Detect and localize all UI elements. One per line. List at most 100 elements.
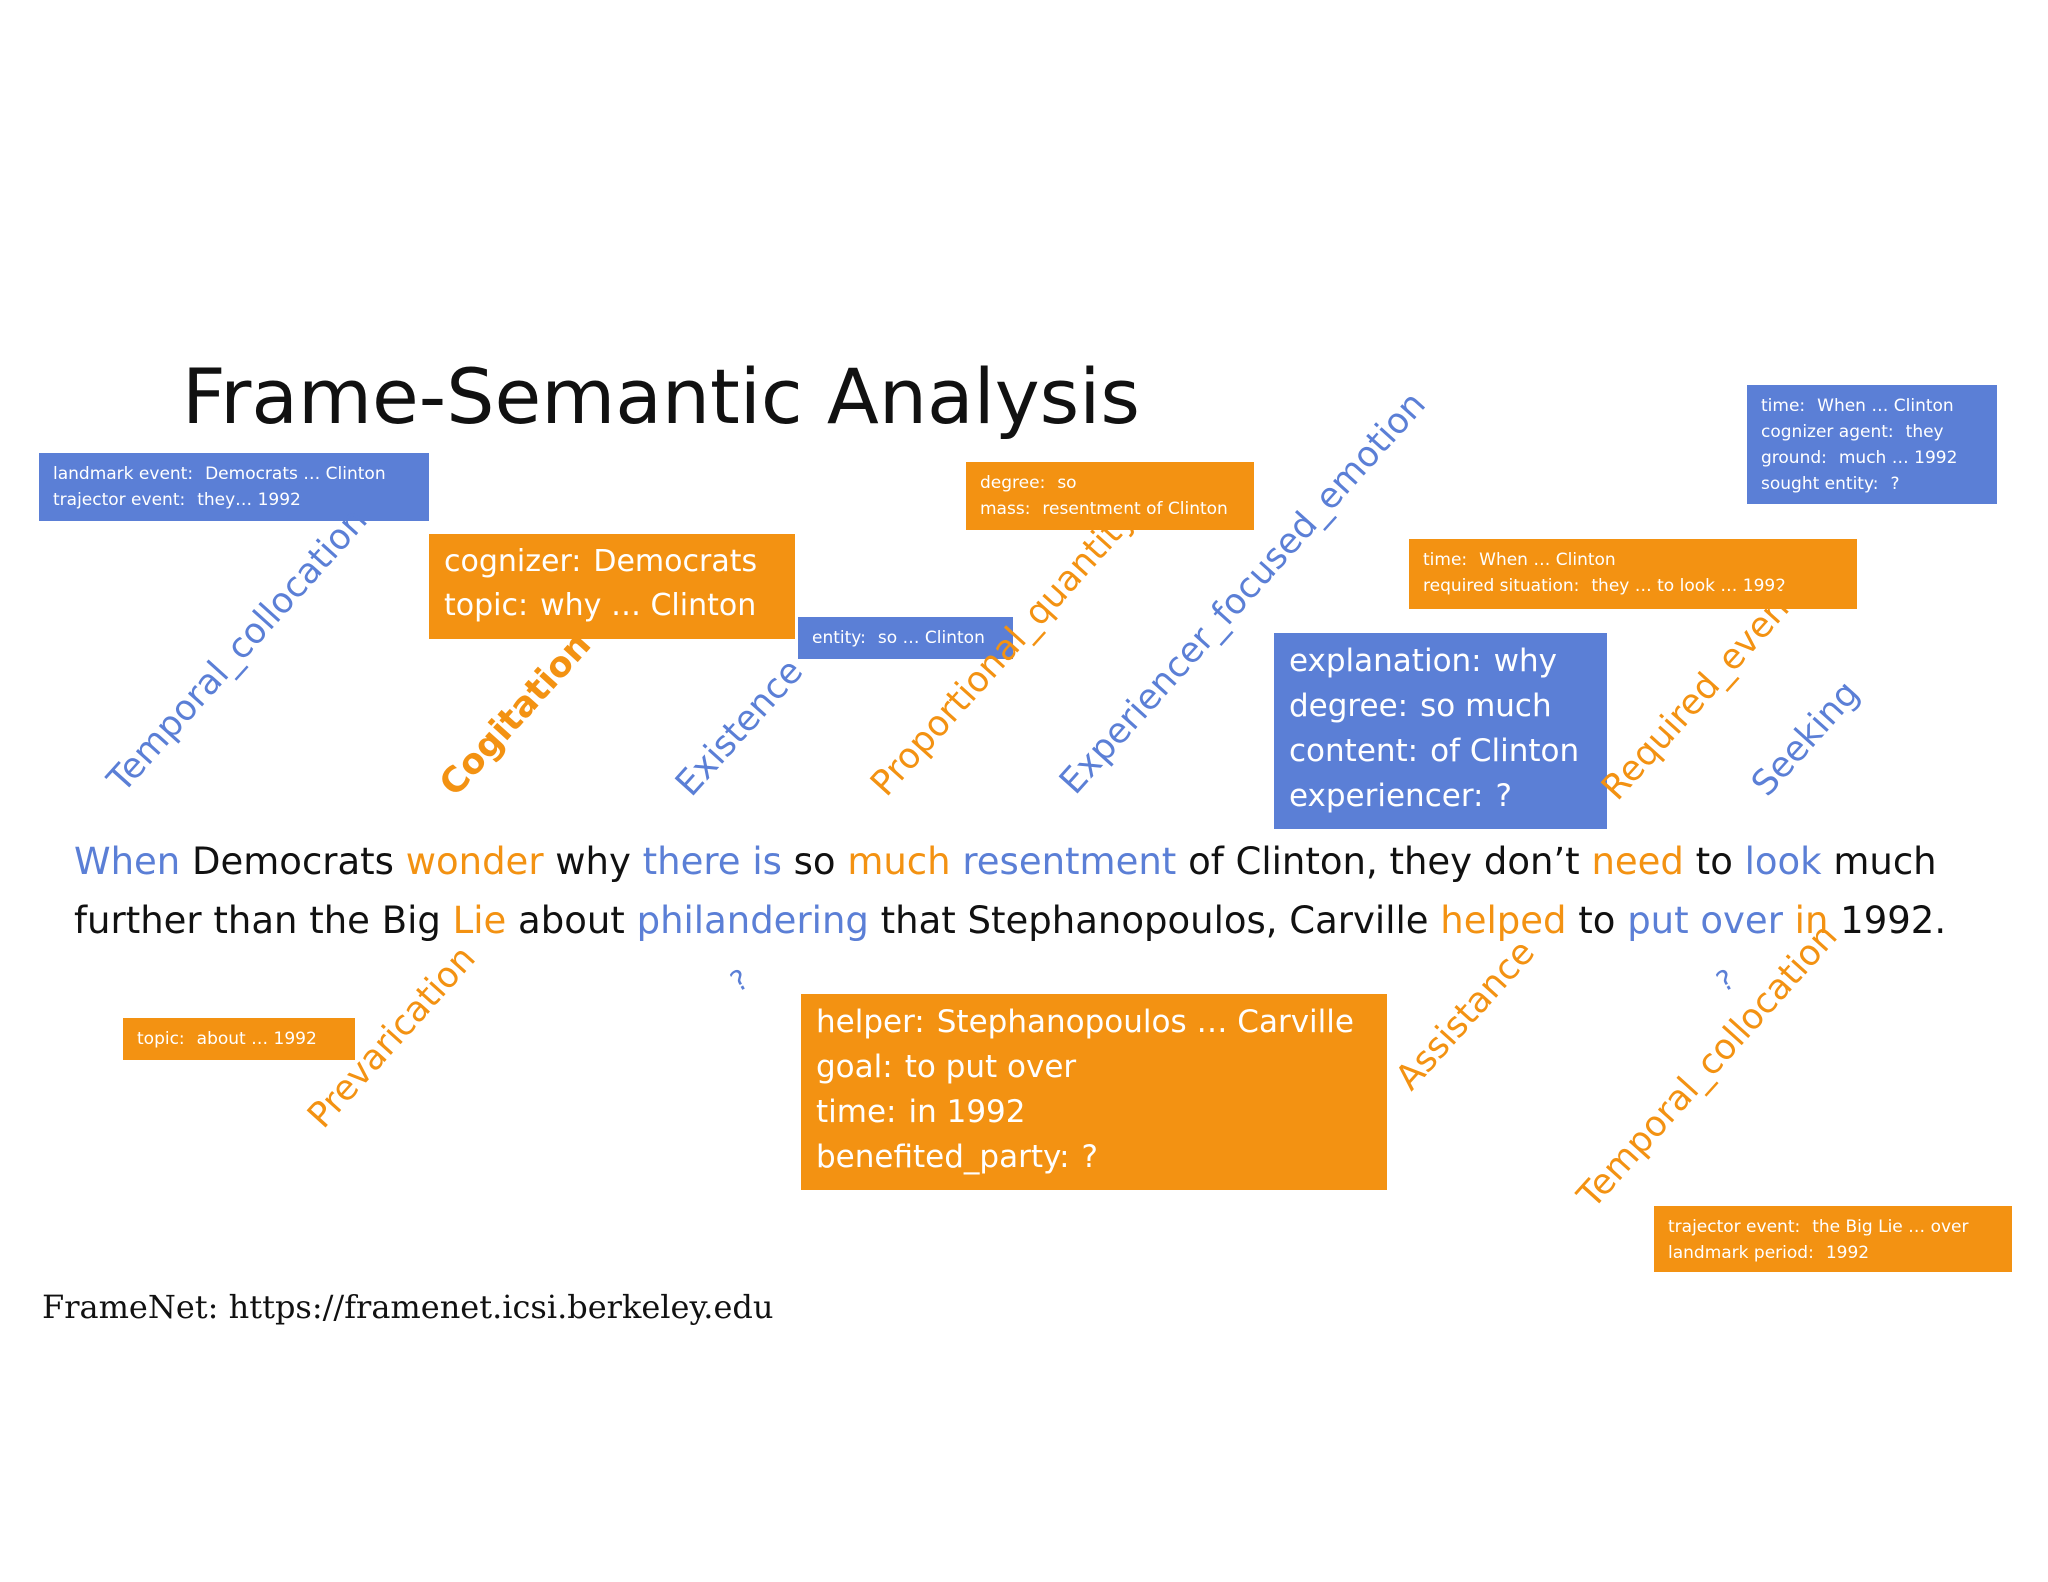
- box-row: trajector event: the Big Lie … over: [1668, 1214, 1998, 1240]
- frame-element-label: landmark event:: [53, 464, 194, 484]
- frame-element-value: why: [1493, 643, 1557, 679]
- sentence-text: about: [506, 899, 637, 942]
- frame-element-value: much … 1992: [1838, 448, 1958, 468]
- frame-element-value: so much: [1420, 688, 1552, 724]
- frame-element-value: ?: [1081, 1139, 1098, 1175]
- frame-element-label: mass:: [980, 499, 1031, 519]
- frame-target-word: there is: [642, 840, 782, 883]
- sentence-text: to: [1566, 899, 1628, 942]
- box-row: time: When … Clinton: [1423, 547, 1843, 573]
- frame-element-value: Democrats … Clinton: [205, 464, 386, 484]
- frame-existence: Existence: [668, 651, 812, 804]
- sentence-text: further than the Big: [74, 899, 453, 942]
- frame-seeking: Seeking: [1744, 673, 1868, 804]
- frame-element-label: benefited_party:: [816, 1139, 1070, 1175]
- box-row: sought entity:?: [1761, 471, 1983, 497]
- frame-element-value: resentment of Clinton: [1042, 499, 1228, 519]
- frame-element-label: content:: [1289, 733, 1419, 769]
- frame-target-word: Lie: [452, 899, 507, 942]
- sentence-text: so: [781, 840, 848, 883]
- frame-target-word: need: [1591, 840, 1684, 883]
- frame-element-value: so: [1057, 473, 1077, 493]
- box-row: goal:to put over: [816, 1045, 1372, 1090]
- frame-element-label: explanation:: [1289, 643, 1482, 679]
- box-row: topic: about … 1992: [137, 1026, 341, 1052]
- proportional-quantity-box: degree: so mass: resentment of Clinton: [966, 462, 1254, 530]
- box-row: degree: so much: [1289, 684, 1592, 729]
- frame-element-value: they: [1905, 422, 1944, 442]
- box-row: content: of Clinton: [1289, 729, 1592, 774]
- frame-element-value: in 1992: [908, 1094, 1026, 1130]
- frame-element-value: When … Clinton: [1817, 396, 1954, 416]
- box-row: topic:why … Clinton: [444, 584, 780, 628]
- frame-target-word: much: [847, 840, 951, 883]
- frame-element-value: they… 1992: [197, 490, 301, 510]
- temporal-collocation-bottom-box: trajector event: the Big Lie … over landma…: [1654, 1206, 2012, 1272]
- question-mark-philandering: ?: [724, 962, 755, 999]
- frame-target-word: philandering: [636, 899, 869, 942]
- frame-target-word: in: [1794, 899, 1829, 942]
- frame-target-word: wonder: [405, 840, 544, 883]
- frame-element-value: the Big Lie … over: [1812, 1217, 1969, 1237]
- framenet-link[interactable]: FrameNet: https://framenet.icsi.berkeley…: [42, 1288, 774, 1326]
- sentence-line-1: When Democrats wonder why there is so mu…: [74, 840, 1937, 883]
- frame-element-value: ?: [1495, 778, 1512, 814]
- box-row: explanation: why: [1289, 639, 1592, 684]
- frame-element-value: When … Clinton: [1479, 550, 1616, 570]
- box-row: mass: resentment of Clinton: [980, 496, 1240, 522]
- box-row: time: in 1992: [816, 1090, 1372, 1135]
- sentence-text: of Clinton, they don’t: [1176, 840, 1592, 883]
- box-row: landmark event: Democrats … Clinton: [53, 461, 415, 487]
- existence-box: entity:so … Clinton: [798, 617, 1013, 659]
- frame-temporal-collocation-1: Temporal_collocation: [100, 500, 376, 800]
- frame-target-word: When: [74, 840, 181, 883]
- sentence-text: why: [543, 840, 643, 883]
- frame-element-label: time:: [1423, 550, 1468, 570]
- frame-target-word: helped: [1440, 899, 1567, 942]
- frame-temporal-collocation-2: Temporal_collocation: [1570, 916, 1846, 1216]
- frame-element-label: topic:: [137, 1029, 185, 1049]
- sentence-text: to: [1683, 840, 1745, 883]
- box-row: trajector event: they… 1992: [53, 487, 415, 513]
- box-row: cognizer agent: they: [1761, 419, 1983, 445]
- sentence-text: [951, 840, 963, 883]
- frame-target-word: resentment: [962, 840, 1177, 883]
- frame-assistance: Assistance: [1388, 932, 1543, 1098]
- box-row: cognizer:Democrats: [444, 540, 780, 584]
- frame-element-value: about … 1992: [196, 1029, 317, 1049]
- box-row: degree: so: [980, 470, 1240, 496]
- frame-element-label: sought entity:: [1761, 474, 1879, 494]
- frame-element-value: so … Clinton: [877, 628, 985, 648]
- frame-element-label: degree:: [980, 473, 1046, 493]
- frame-element-label: time:: [1761, 396, 1806, 416]
- frame-element-label: time:: [816, 1094, 897, 1130]
- frame-target-word: put over: [1627, 899, 1783, 942]
- frame-element-label: degree:: [1289, 688, 1409, 724]
- sentence-text: Democrats: [180, 840, 406, 883]
- sentence-text: much: [1821, 840, 1937, 883]
- page-title: Frame-Semantic Analysis: [182, 352, 1140, 441]
- box-row: landmark period:1992: [1668, 1240, 1998, 1266]
- frame-cogitation: Cogitation: [432, 625, 600, 804]
- frame-element-label: landmark period:: [1668, 1243, 1814, 1263]
- sentence-text: 1992.: [1828, 899, 1947, 942]
- sentence-line-2: further than the Big Lie about philander…: [74, 899, 1946, 942]
- box-row: benefited_party:?: [816, 1135, 1372, 1180]
- frame-target-word: look: [1744, 840, 1822, 883]
- prevarication-box: topic: about … 1992: [123, 1018, 355, 1060]
- sentence-text: [1783, 899, 1795, 942]
- box-row: required situation:they … to look … 1992: [1423, 573, 1843, 599]
- frame-element-value: ?: [1890, 474, 1900, 494]
- required-event-box: time: When … Clinton required situation:th…: [1409, 539, 1857, 609]
- seeking-box: time: When … Clinton cognizer agent: they gr…: [1747, 385, 1997, 504]
- box-row: entity:so … Clinton: [812, 625, 999, 651]
- frame-element-label: trajector event:: [53, 490, 186, 510]
- box-row: time: When … Clinton: [1761, 393, 1983, 419]
- frame-element-value: of Clinton: [1430, 733, 1580, 769]
- frame-element-label: ground:: [1761, 448, 1827, 468]
- frame-element-label: trajector event:: [1668, 1217, 1801, 1237]
- frame-element-label: cognizer agent:: [1761, 422, 1894, 442]
- frame-element-label: helper:: [816, 1004, 925, 1040]
